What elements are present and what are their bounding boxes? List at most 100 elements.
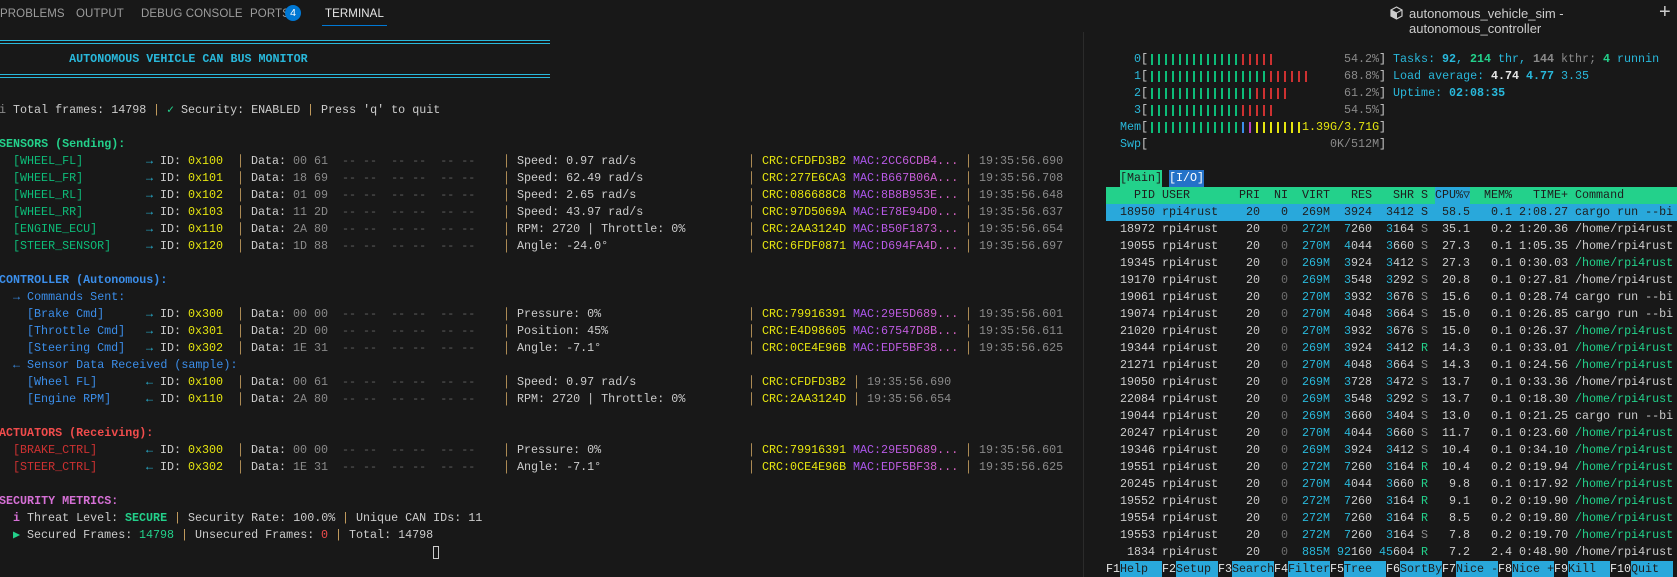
cell-time: 0:34.10 (1519, 443, 1569, 457)
line-segment: SENSORS (Sending): (0, 137, 126, 151)
cell-pri: 20 (1246, 273, 1261, 287)
separator: │ (237, 392, 245, 406)
cell-shr: 3412 (1386, 341, 1415, 355)
separator: │ (503, 205, 511, 219)
column-header-shr[interactable]: SHR (1393, 188, 1415, 202)
column-header-res[interactable]: RES (1351, 188, 1373, 202)
split-divider[interactable] (1083, 32, 1084, 577)
htop-terminal[interactable]: 0[54.2%]Tasks: 92, 214 thr, 144 kthr; 4 … (1084, 0, 1677, 577)
tab-debug-console[interactable]: DEBUG CONSOLE (141, 8, 243, 20)
cell-virt: 269M (1302, 341, 1331, 355)
column-header-user[interactable]: USER (1162, 188, 1191, 202)
fkey-action-button[interactable]: Nice + (1512, 561, 1555, 577)
separator: │ (237, 171, 245, 185)
data-bytes: 00 00 (293, 307, 329, 321)
arrow-right-icon: → (146, 171, 154, 185)
fkey-action-button[interactable]: SortBy (1400, 561, 1443, 577)
column-header-time[interactable]: TIME+ (1533, 188, 1569, 202)
new-terminal-button[interactable]: + (1659, 1, 1671, 23)
data-label: Data: (251, 188, 287, 202)
column-header-ni[interactable]: NI (1274, 188, 1289, 202)
column-header-pri[interactable]: PRI (1239, 188, 1261, 202)
cell-shr: 3412 (1386, 256, 1415, 270)
cell-command: /home/rpi4rust (1575, 528, 1674, 542)
line-segment: ← Sensor Data Received (sample): (0, 358, 238, 372)
fkey-action-button[interactable]: Search (1232, 561, 1275, 577)
cell-pid: 19346 (1120, 443, 1156, 457)
fkey-action-button[interactable]: Setup (1176, 561, 1219, 577)
double-rule-divider (0, 40, 550, 44)
cell-user: rpi4rust (1162, 375, 1219, 389)
terminal-title[interactable]: autonomous_vehicle_sim - autonomous_cont… (1409, 6, 1564, 36)
fkey-action-button[interactable]: Help (1120, 561, 1163, 577)
node-name: [Throttle Cmd] (27, 324, 126, 338)
mac-value: MAC:8B8B953E... (853, 188, 959, 202)
separator: │ (237, 239, 245, 253)
meter-bar (1214, 54, 1216, 65)
column-header-virt[interactable]: VIRT (1302, 188, 1331, 202)
cell-shr: 3164 (1386, 460, 1415, 474)
fkey-action-button[interactable]: Filter (1288, 561, 1331, 577)
column-header-pid[interactable]: PID (1134, 188, 1156, 202)
cell-virt: 269M (1302, 273, 1331, 287)
crc-value: CRC:086688C8 (762, 188, 847, 202)
crc-value: CRC:2AA3124D (762, 222, 847, 236)
tab-terminal[interactable]: TERMINAL (322, 8, 387, 26)
meter-bar (1200, 71, 1202, 82)
column-header-command[interactable]: Command (1575, 188, 1625, 202)
arrow-left-icon: ← (146, 392, 154, 406)
cell-user: rpi4rust (1162, 426, 1219, 440)
fkey-action-button[interactable]: Tree (1344, 561, 1387, 577)
tab-main[interactable]: [Main] (1120, 170, 1163, 187)
cell-virt: 272M (1302, 528, 1331, 542)
tab-output[interactable]: OUTPUT (76, 8, 124, 20)
cell-ni: 0 (1281, 409, 1289, 423)
node-name: [Steering Cmd] (27, 341, 126, 355)
tab-problems[interactable]: PROBLEMS (0, 8, 65, 20)
column-header-cpu[interactable]: CPU%▽ (1435, 187, 1471, 204)
cell-user: rpi4rust (1162, 528, 1219, 542)
can-id: 0x302 (188, 341, 224, 355)
column-header-mem[interactable]: MEM% (1484, 188, 1513, 202)
cell-s: S (1421, 273, 1429, 287)
decoded-value: RPM: 2720 | Throttle: 0% (517, 392, 686, 406)
line-segment: ▶ (13, 528, 21, 542)
cell-mem: 0.1 (1491, 290, 1513, 304)
tab-ports[interactable]: PORTS (250, 8, 290, 20)
separator: │ (503, 324, 511, 338)
fkey-action-button[interactable]: Nice - (1456, 561, 1499, 577)
separator: │ (748, 460, 756, 474)
blank-line (0, 408, 1083, 425)
fkey-action-button[interactable]: Kill (1568, 561, 1611, 577)
fkey-action-button[interactable]: Quit (1631, 561, 1674, 577)
mac-value: MAC:EDF5BF38... (853, 460, 959, 474)
tab-io[interactable]: [I/O] (1169, 170, 1205, 187)
cell-command: cargo run --bi (1575, 290, 1674, 304)
column-header-s[interactable]: S (1421, 188, 1429, 202)
cell-time: 1:05.35 (1519, 239, 1569, 253)
cell-res: 4044 (1344, 477, 1373, 491)
meter-bar (1158, 105, 1160, 116)
